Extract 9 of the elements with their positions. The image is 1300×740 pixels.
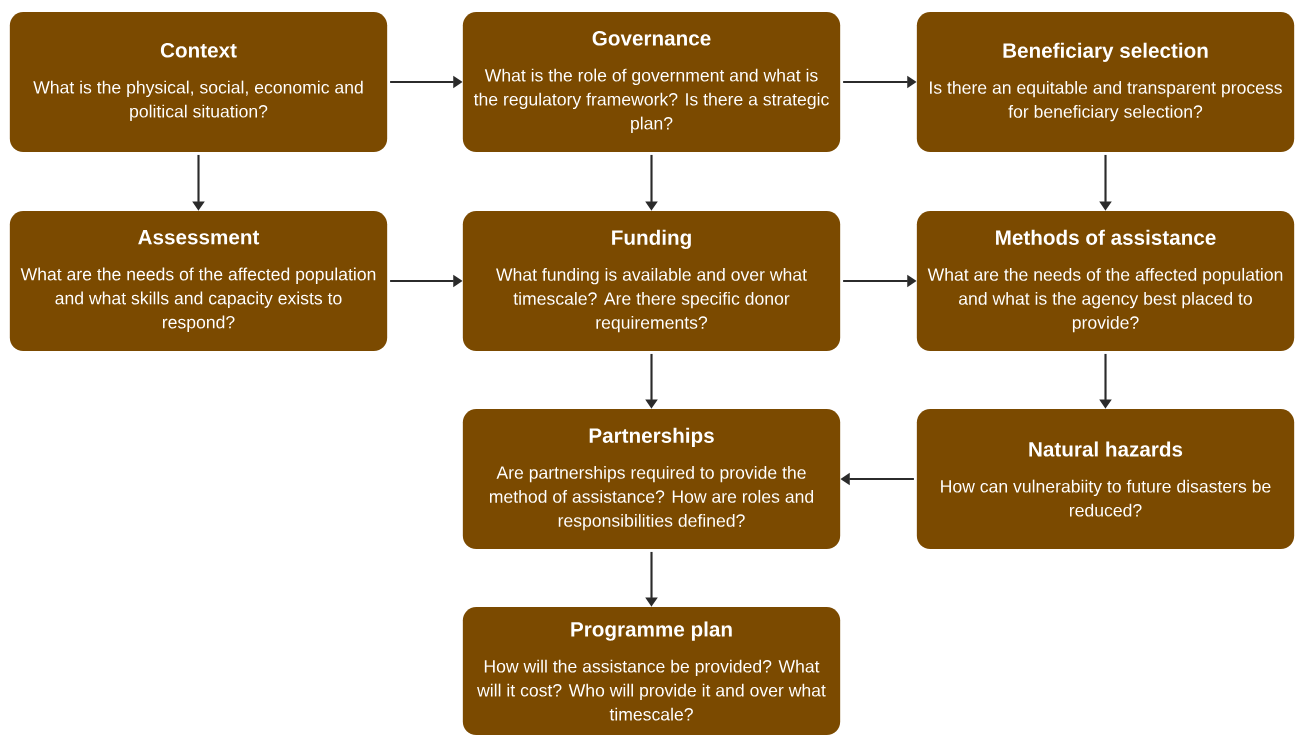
question-box: Natural hazards How can vulnerabiity to future disasters be reduced?: [916, 409, 1295, 549]
question-box: Funding What funding is available and over what timescale? Are there specific donor requirements?: [462, 211, 841, 351]
question-box: Governance What is the role of government and what is the regulatory framework? Is there a strategic plan?: [462, 12, 841, 152]
question-box: Programme plan How will the assistance be provided? What will it cost? Who will provide it and over what timescale?: [462, 607, 841, 735]
question-box: Partnerships Are partnerships required to provide the method of assistance? How are roles and responsibilities defined?: [462, 409, 841, 549]
question-box: Beneficiary selection Is there an equitable and transparent process for beneficiary selection?: [916, 12, 1295, 152]
question-box: Context What is the physical, social, economic and political situation?: [9, 12, 388, 152]
question-box: Assessment What are the needs of the affected population and what skills and capacity exists to respond?: [9, 211, 388, 351]
question-box: Methods of assistance What are the needs of the affected population and what is the agency best placed to provide?: [916, 211, 1295, 351]
